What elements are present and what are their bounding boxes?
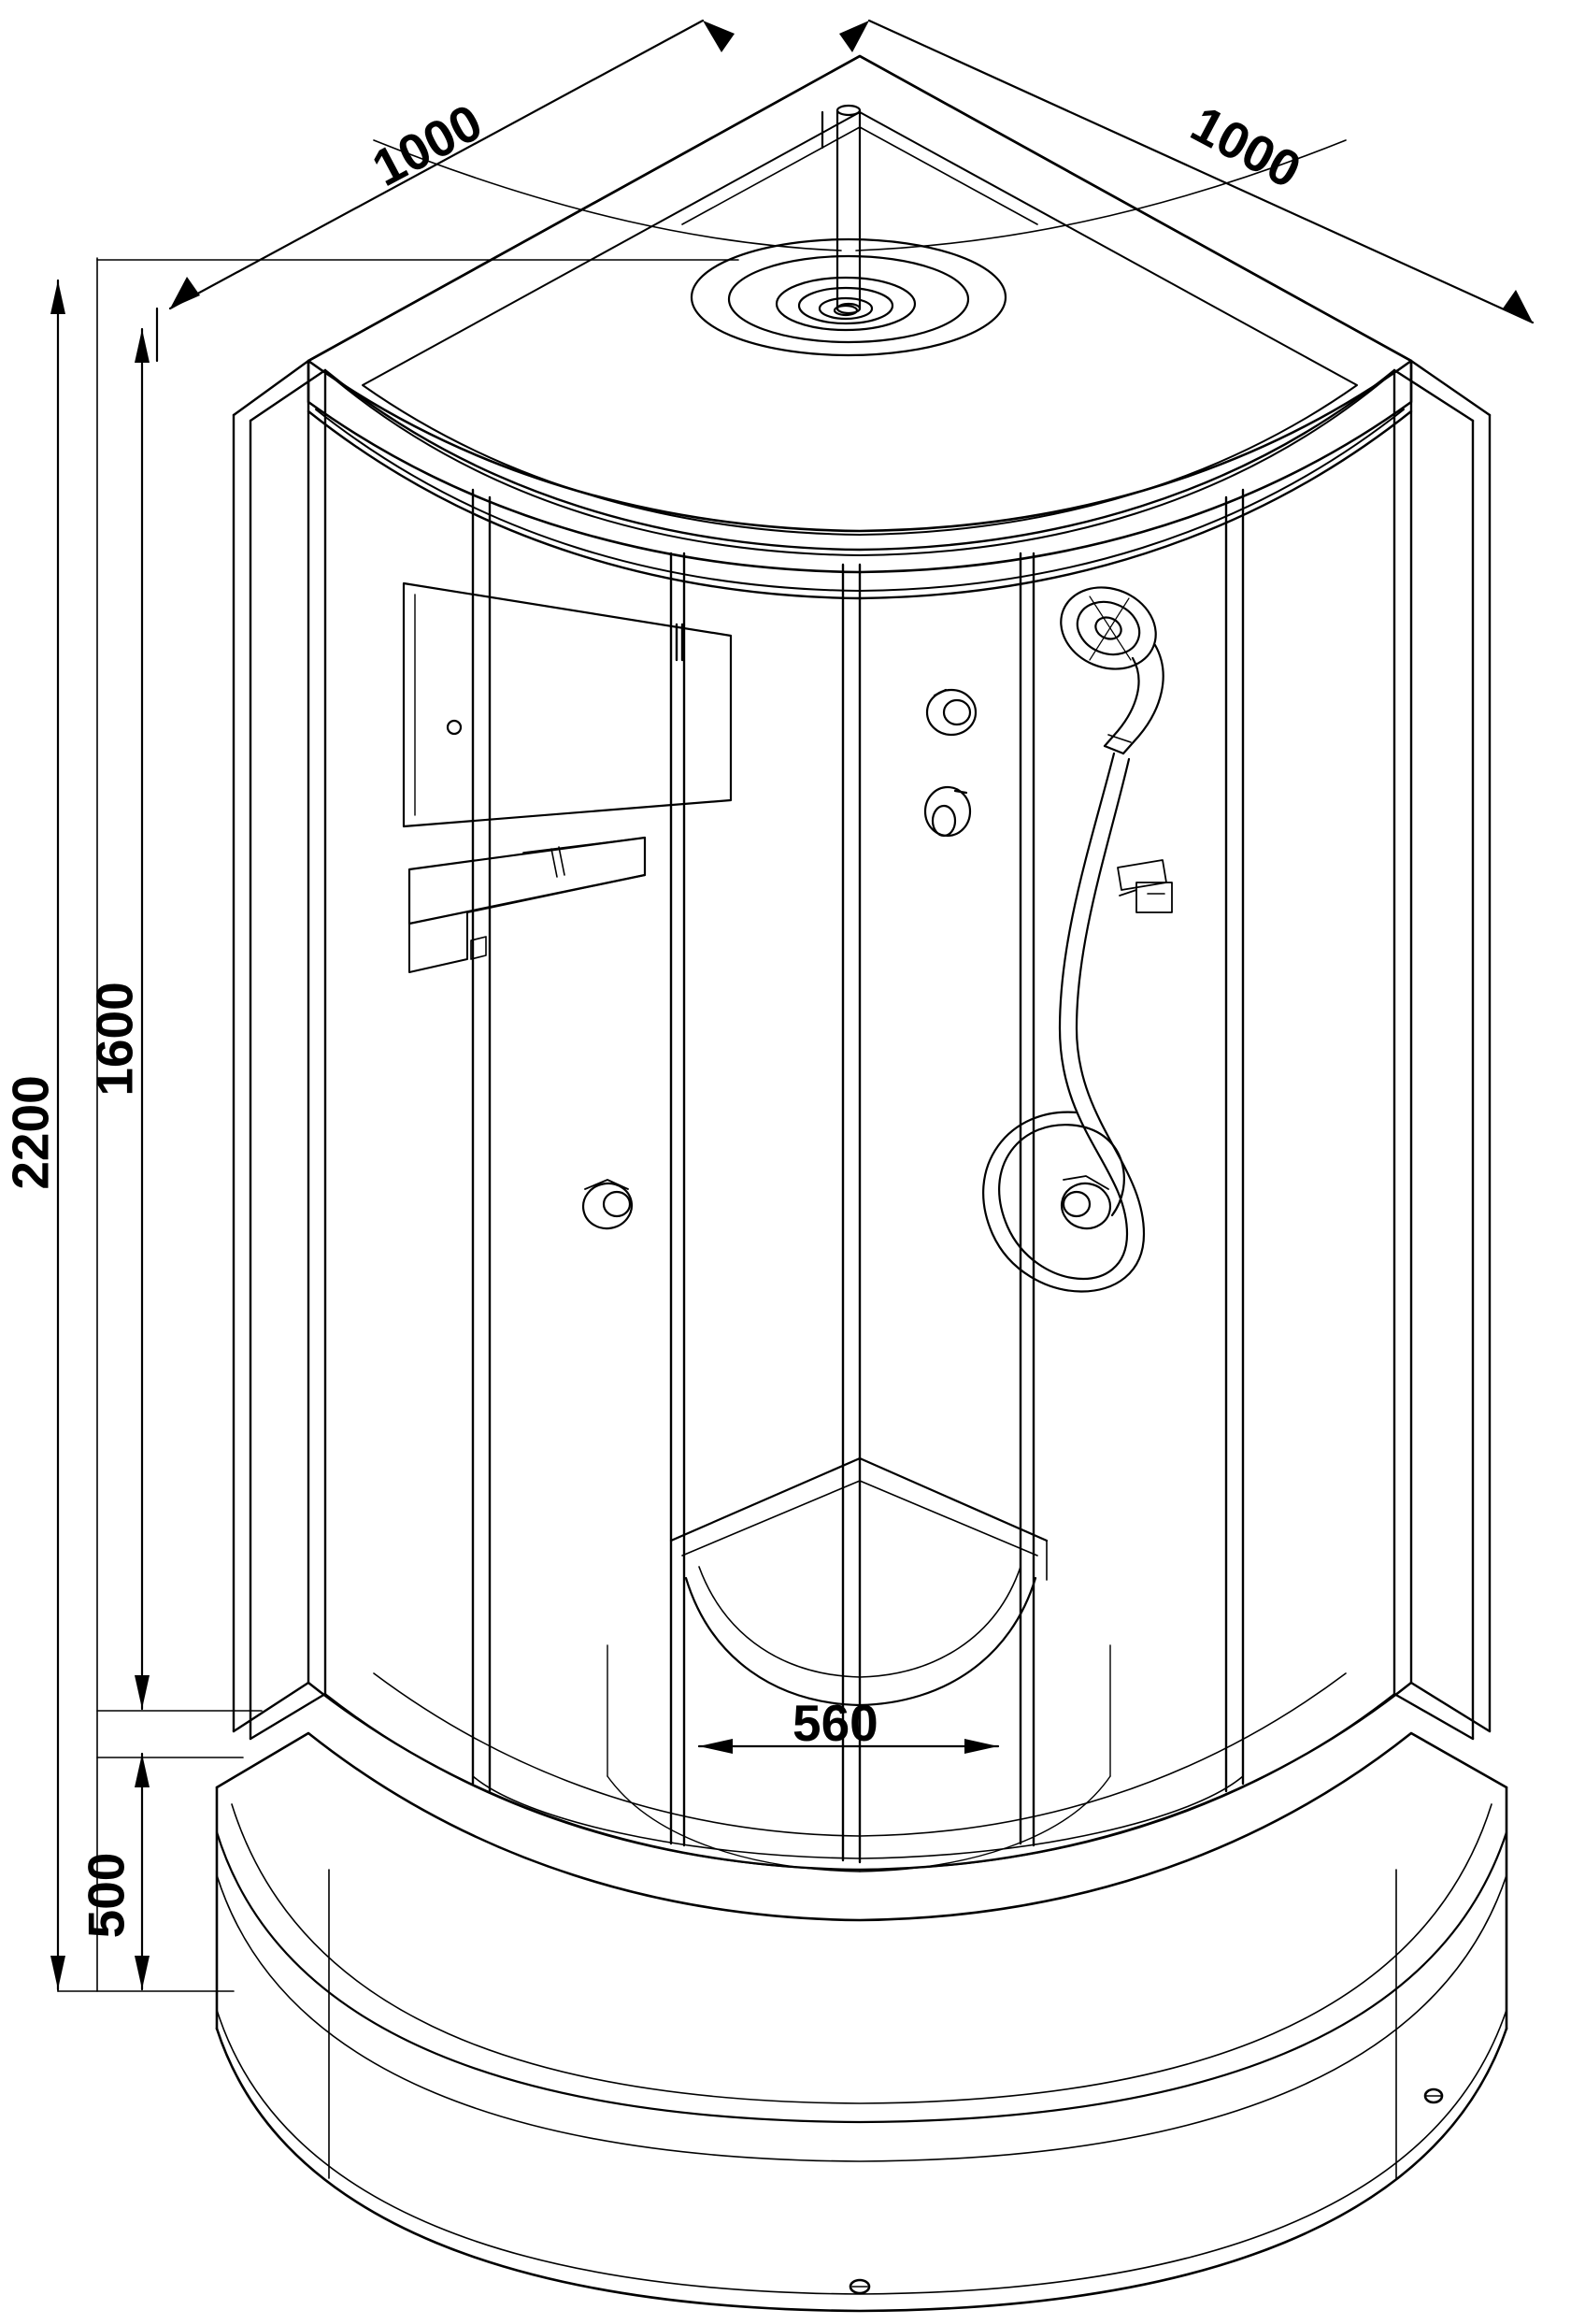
arrowhead-1600 <box>135 329 150 1709</box>
ceiling-trim-line <box>373 139 1347 251</box>
shower-hose <box>982 752 1146 1293</box>
dimension-label-seat-width: 560 <box>792 1694 878 1752</box>
body-jet-right <box>1060 1175 1112 1230</box>
base-skirt <box>215 1731 1508 2313</box>
dimension-label-overall-height: 2200 <box>1 1075 60 1190</box>
mixer-knob-upper <box>925 688 978 737</box>
tray-interior <box>373 1456 1347 1872</box>
hand-shower-bracket <box>1119 882 1173 913</box>
body-jet-left <box>581 1179 634 1230</box>
diverter-knob <box>923 785 972 838</box>
arrowhead-top-left <box>170 21 735 308</box>
glass-panels <box>232 359 1492 1872</box>
hose-clip <box>1117 859 1167 891</box>
arrowhead-2200 <box>50 280 65 1989</box>
dimension-lines-top <box>155 19 1535 363</box>
dimension-label-enclosure-height: 1600 <box>85 982 144 1097</box>
arrowhead-500 <box>135 1754 150 1989</box>
dimension-label-base-height: 500 <box>77 1852 136 1939</box>
arrowhead-560 <box>699 1739 998 1754</box>
interior-details <box>402 581 1173 1293</box>
arrowhead-top-right <box>839 21 1533 323</box>
door-frame-detail <box>472 623 1244 1859</box>
rain-shower-head <box>690 104 1007 357</box>
reference-lines <box>57 257 739 1992</box>
hand-shower-head <box>1060 586 1164 755</box>
